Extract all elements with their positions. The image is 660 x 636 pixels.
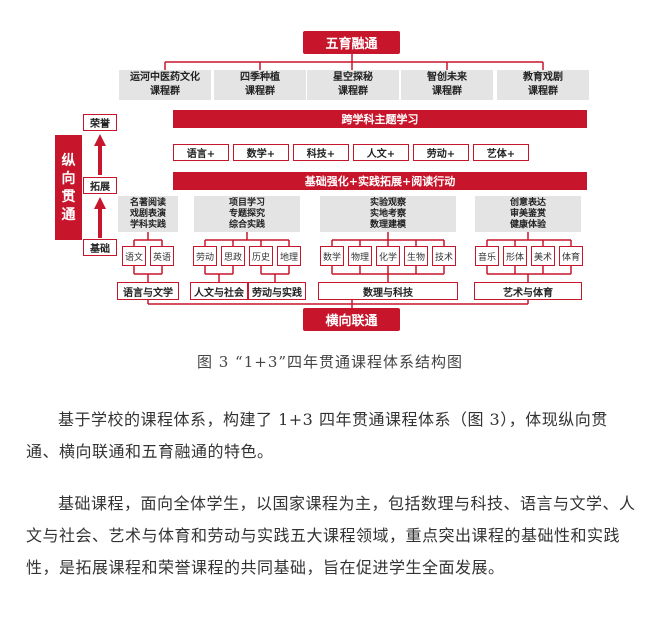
subject-pe: 体育	[559, 246, 583, 266]
subject-art: 美术	[531, 246, 555, 266]
paragraph-foundation: 基础课程，面向全体学生，以国家课程为主，包括数理与科技、语言与文学、人文与社会、…	[26, 494, 636, 577]
subject-politics: 思政	[221, 246, 245, 266]
ext-group-arts: 创意表达 审美鉴赏 健康体验	[475, 196, 581, 232]
subject-geography: 地理	[277, 246, 301, 266]
domain-humanities-society: 人文与社会	[190, 282, 248, 300]
subject-plus-language: 语言+	[173, 144, 229, 161]
subject-technology: 技术	[432, 246, 456, 266]
connector-lines	[133, 53, 572, 308]
level-foundation: 基础	[83, 239, 117, 256]
subject-plus-math: 数学+	[233, 144, 289, 161]
domain-math-science: 数理与科技	[318, 282, 458, 300]
subject-physics: 物理	[348, 246, 372, 266]
subject-english: 英语	[150, 246, 174, 266]
arrow-shaft	[98, 208, 102, 238]
subject-music: 音乐	[475, 246, 499, 266]
five-education-title: 五育融通	[303, 31, 400, 54]
subject-math: 数学	[320, 246, 344, 266]
subject-plus-tech: 科技+	[293, 144, 349, 161]
up-arrow-icon	[94, 197, 106, 209]
subject-chemistry: 化学	[376, 246, 400, 266]
foundation-banner: 基础强化+实践拓展+阅读行动	[173, 172, 587, 190]
arrow-shaft	[98, 145, 102, 175]
level-extension: 拓展	[83, 177, 117, 194]
ext-group-science: 实验观察 实地考察 数理建模	[320, 196, 456, 232]
horizontal-connection-title: 横向联通	[303, 308, 400, 331]
paragraph-intro: 基于学校的课程体系，构建了 1+3 四年贯通课程体系（图 3），体现纵向贯通、横…	[26, 410, 608, 461]
subject-body: 形体	[503, 246, 527, 266]
figure-caption: 图 3 “1+3”四年贯通课程体系结构图	[196, 353, 464, 371]
cross-subject-banner: 跨学科主题学习	[173, 110, 587, 128]
course-group-drama-education: 教育戏剧 课程群	[497, 70, 589, 100]
subject-plus-arts-sports: 艺体+	[473, 144, 529, 161]
subject-plus-humanities: 人文+	[353, 144, 409, 161]
ext-group-humanities: 项目学习 专题探究 综合实践	[194, 196, 300, 232]
subject-biology: 生物	[404, 246, 428, 266]
domain-language-literature: 语言与文学	[117, 282, 179, 300]
level-honor: 荣誉	[83, 114, 117, 131]
course-group-smart-future: 智创未来 课程群	[401, 70, 493, 100]
up-arrow-icon	[94, 134, 106, 146]
domain-arts-sports: 艺术与体育	[474, 282, 582, 300]
subject-labor: 劳动	[193, 246, 217, 266]
subject-plus-labor: 劳动+	[413, 144, 469, 161]
vertical-integration-title: 纵 向 贯 通	[55, 135, 82, 240]
domain-labor-practice: 劳动与实践	[248, 282, 306, 300]
course-group-canal-medicine: 运河中医药文化 课程群	[119, 70, 211, 100]
course-group-seasons-planting: 四季种植 课程群	[214, 70, 306, 100]
subject-chinese: 语文	[122, 246, 146, 266]
ext-group-language: 名著阅读 戏剧表演 学科实践	[118, 196, 178, 232]
subject-history: 历史	[249, 246, 273, 266]
course-group-starry-sky: 星空探秘 课程群	[307, 70, 399, 100]
